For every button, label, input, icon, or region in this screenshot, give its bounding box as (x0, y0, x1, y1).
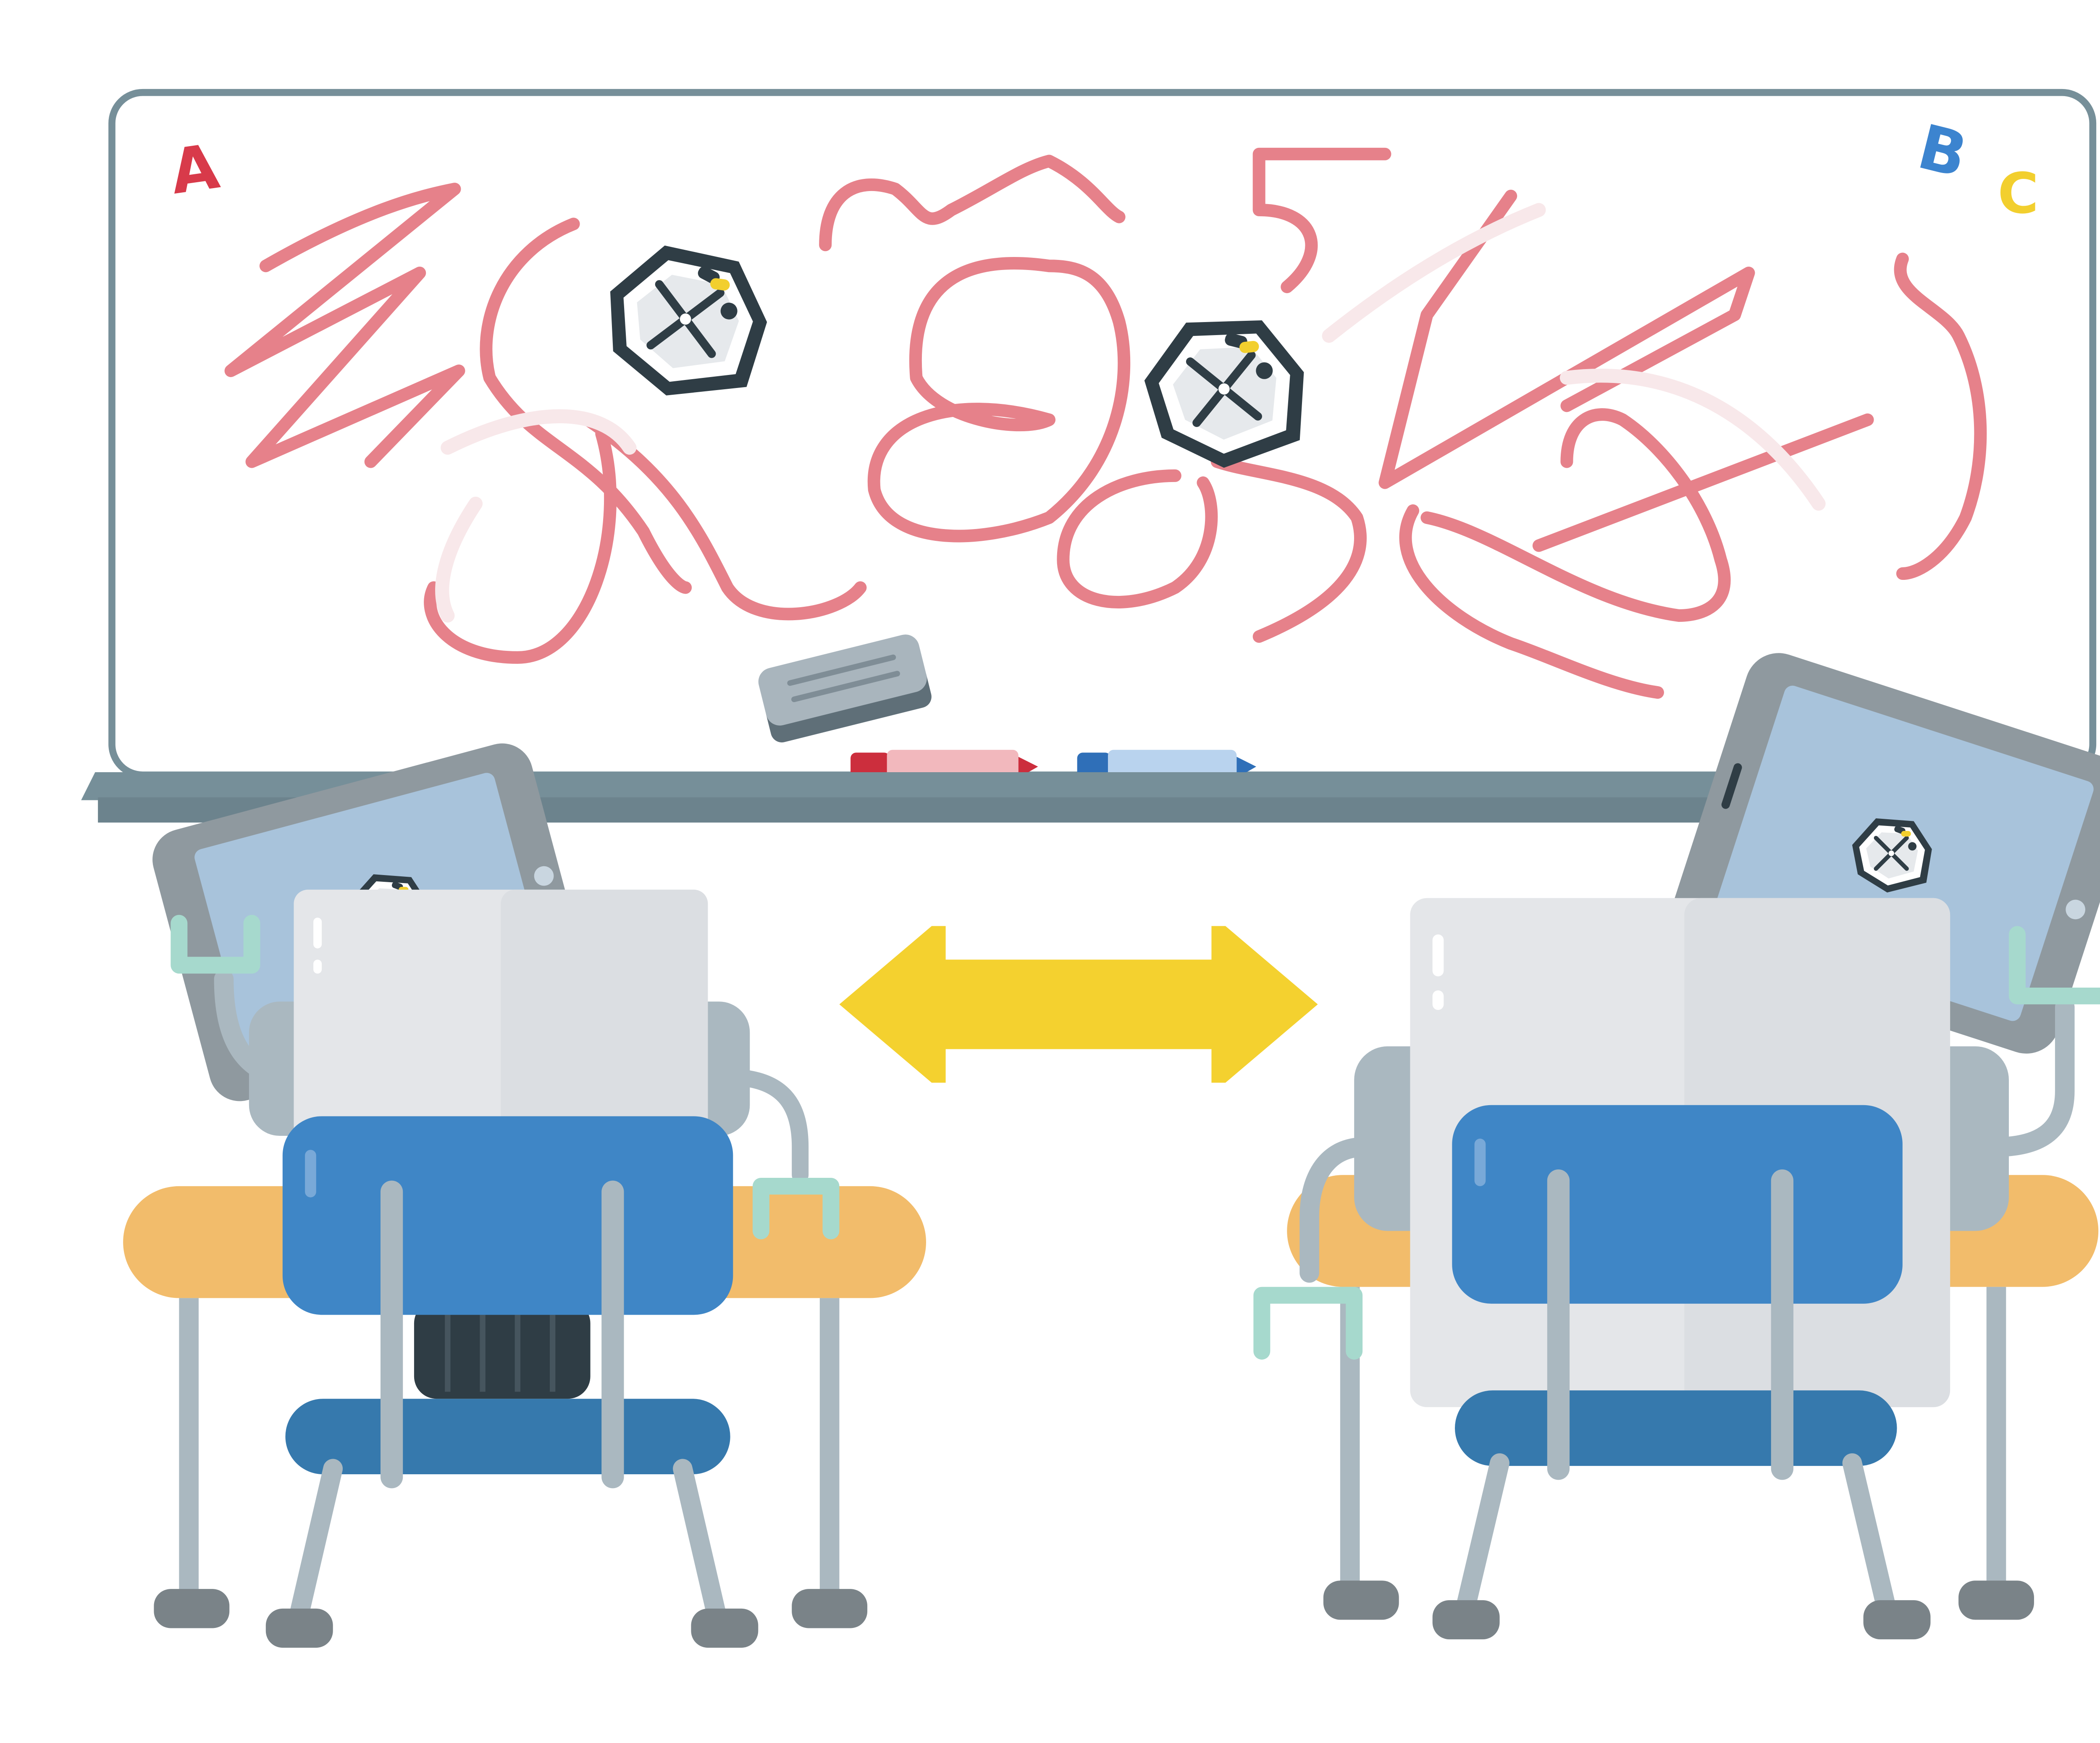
whiteboard-scribbles (224, 147, 1987, 699)
erased-strokes (435, 203, 1826, 623)
double-arrow-icon (839, 926, 1318, 1083)
left-desk (123, 743, 926, 1648)
whiteboard-tray (81, 772, 2100, 800)
eraser (758, 634, 932, 743)
letter-c: C (1998, 161, 2039, 226)
right-desk (1253, 653, 2100, 1640)
letter-a: A (166, 131, 223, 208)
